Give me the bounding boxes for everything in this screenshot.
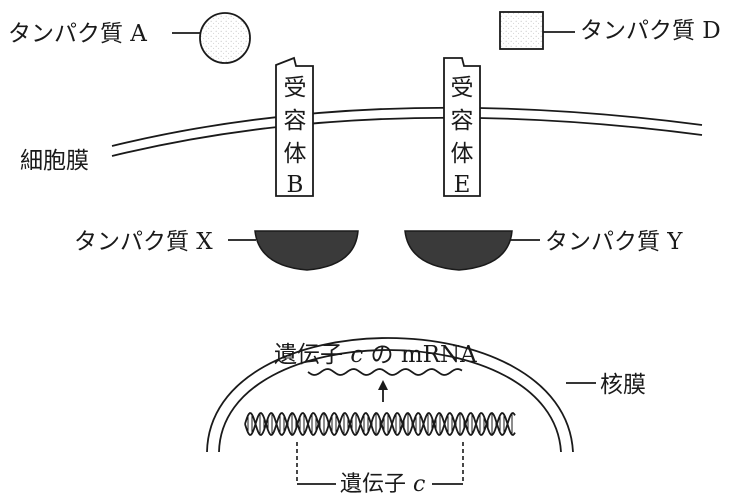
gene-label-prefix: 遺伝子: [340, 472, 413, 494]
receptor-e-shape: [443, 57, 481, 197]
protein-x-label: タンパク質 X: [74, 229, 213, 255]
receptor-b-char-4: B: [287, 172, 304, 198]
cell-membrane: 細胞膜: [20, 106, 703, 174]
receptor-e-char-2: 容: [451, 108, 474, 134]
receptor-b-char-1: 受: [284, 75, 307, 101]
protein-a-label: タンパク質 A: [8, 21, 147, 47]
gene-label: 遺伝子 c: [340, 472, 425, 494]
cell-membrane-outer: [111, 106, 703, 147]
mrna-label: 遺伝子 c の mRNA: [274, 342, 477, 368]
cell-membrane-inner: [111, 116, 703, 157]
mrna-strand: [307, 368, 463, 376]
protein-y: タンパク質 Y: [404, 229, 683, 271]
nuclear-membrane-outer: [206, 337, 574, 453]
protein-a: タンパク質 A: [8, 12, 251, 64]
protein-y-shape: [404, 230, 513, 271]
receptor-b: 受 容 体 B: [275, 56, 314, 198]
receptor-e-char-3: 体: [451, 141, 474, 167]
receptor-b-char-3: 体: [284, 141, 307, 167]
nuclear-membrane-label: 核膜: [600, 372, 646, 398]
gene-bracket: 遺伝子 c: [296, 442, 464, 494]
receptor-b-char-2: 容: [284, 108, 307, 134]
transcription-arrow: [378, 380, 388, 402]
protein-y-label: タンパク質 Y: [545, 229, 683, 255]
mrna-label-var: c: [350, 342, 363, 368]
receptor-b-shape: [275, 56, 314, 197]
protein-d-shape: [499, 11, 544, 50]
protein-x: タンパク質 X: [74, 229, 359, 271]
transcription-arrow-head: [378, 380, 388, 390]
cell-membrane-label: 細胞膜: [20, 148, 89, 174]
dna-rungs: [247, 413, 513, 435]
nuclear-membrane: 核膜: [206, 337, 646, 453]
mrna-label-prefix: 遺伝子: [274, 342, 350, 368]
mrna-label-suffix: の mRNA: [363, 342, 477, 368]
gene-label-var: c: [413, 472, 425, 494]
protein-d: タンパク質 D: [499, 11, 721, 50]
dna-helix: [244, 412, 516, 436]
receptor-e-char-1: 受: [451, 75, 474, 101]
protein-d-label: タンパク質 D: [580, 18, 721, 44]
receptor-e-char-4: E: [454, 172, 471, 198]
protein-x-shape: [254, 230, 359, 271]
protein-a-shape: [199, 12, 251, 64]
nuclear-membrane-inner: [218, 349, 562, 453]
receptor-e: 受 容 体 E: [443, 57, 481, 198]
